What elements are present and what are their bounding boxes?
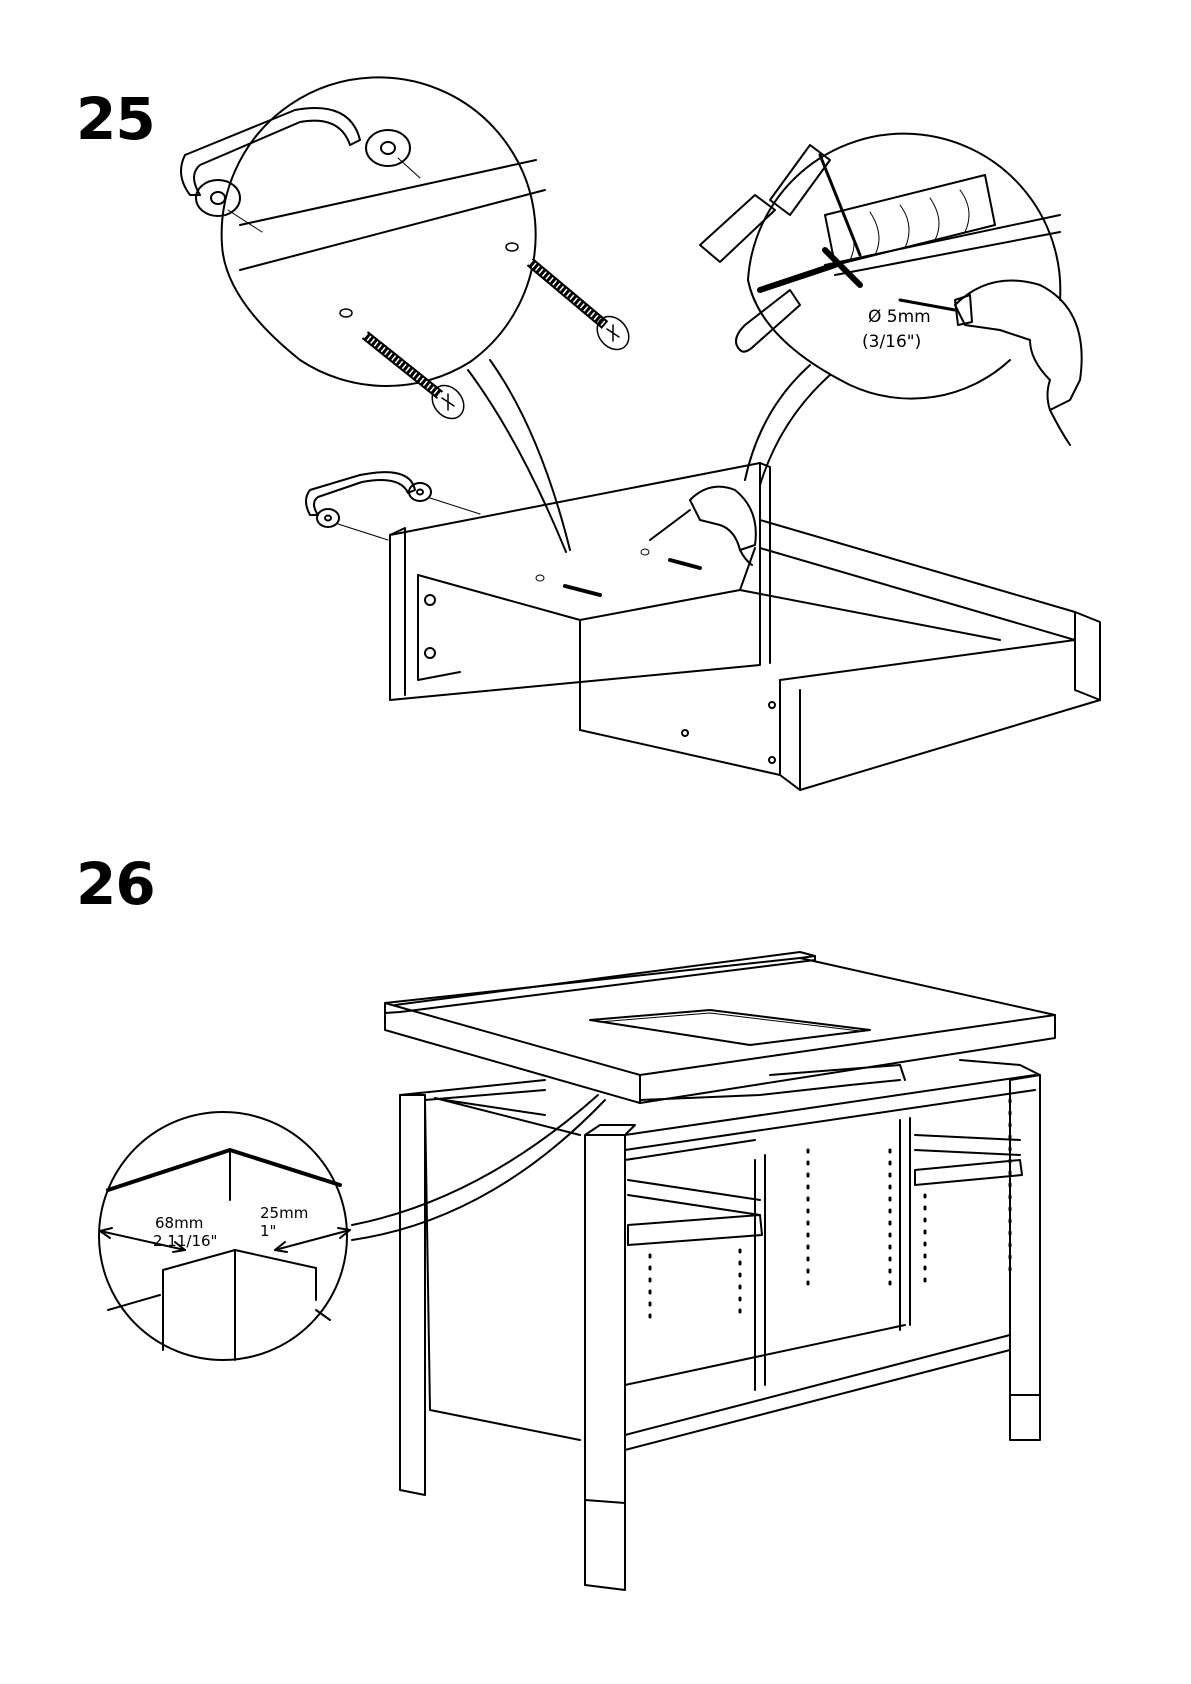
dim-depth-metric: 25mm bbox=[260, 1204, 308, 1222]
worktop-icon bbox=[385, 952, 1055, 1103]
step-26-illustration: 68mm 2 11/16" 25mm 1" bbox=[99, 952, 1055, 1590]
drill-detail-circle: Ø 5mm (3/16") bbox=[700, 134, 1082, 485]
drill-icon bbox=[690, 487, 756, 550]
bolt-icon bbox=[506, 243, 635, 356]
drill-size-metric: Ø 5mm bbox=[868, 307, 931, 327]
drawer-icon bbox=[306, 463, 1100, 790]
bolt-icon bbox=[340, 309, 470, 425]
clamp-icon bbox=[700, 195, 775, 262]
dim-width-imperial: 2 11/16" bbox=[153, 1232, 217, 1250]
handle-foot-right bbox=[366, 130, 410, 166]
handle-foot-left bbox=[196, 180, 240, 216]
wood-block bbox=[825, 175, 995, 265]
step-25-illustration: Ø 5mm (3/16") bbox=[181, 77, 1100, 790]
drill-size-imperial: (3/16") bbox=[862, 332, 921, 352]
handle-detail-circle bbox=[181, 77, 635, 552]
edge-detail-circle: 68mm 2 11/16" 25mm 1" bbox=[99, 1095, 605, 1360]
handle-icon bbox=[306, 472, 415, 515]
drill-icon bbox=[955, 281, 1082, 411]
dim-width-metric: 68mm bbox=[155, 1214, 203, 1232]
cabinet-frame-icon bbox=[400, 1060, 1040, 1590]
dim-depth-imperial: 1" bbox=[260, 1222, 276, 1240]
